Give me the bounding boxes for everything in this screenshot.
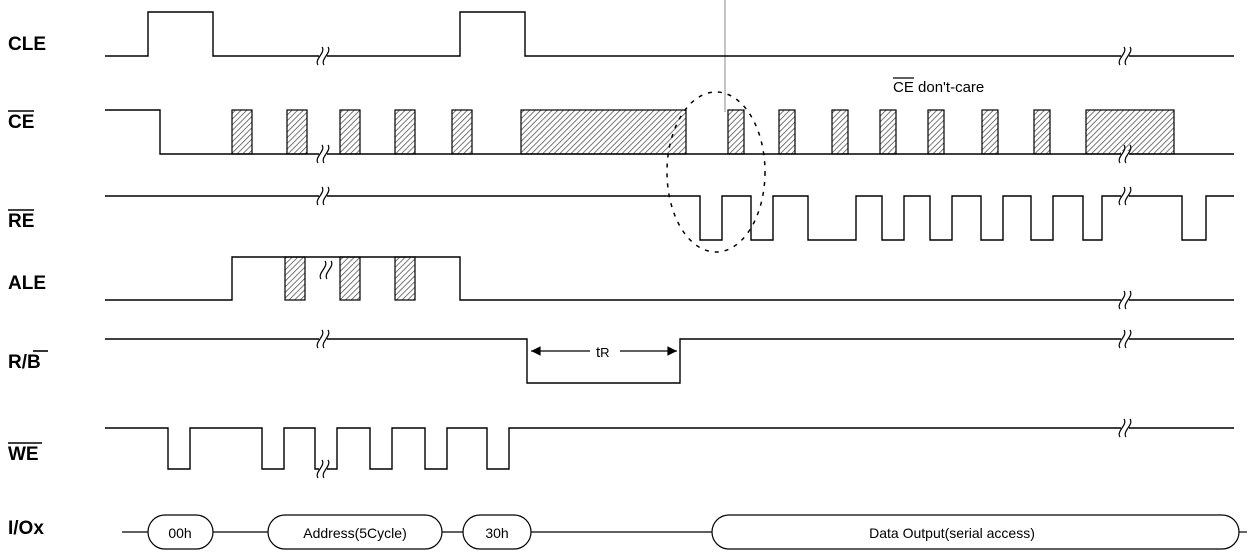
time-break-5 (1118, 186, 1132, 206)
tr-label: tR (596, 344, 610, 361)
tr-label-sub: R (600, 345, 609, 360)
ce-dont-care-label: CE don't-care (893, 79, 984, 96)
ce-dont-care-bar-text: CE (893, 79, 914, 96)
ale-label: ALE (8, 273, 46, 294)
time-break-2 (316, 144, 330, 164)
time-break-6 (319, 260, 333, 280)
ale-waveform (105, 256, 1234, 301)
tr-label-t: t (596, 344, 601, 361)
time-break-10 (316, 459, 330, 479)
io-bus (122, 514, 1247, 550)
cle-waveform (105, 11, 1234, 57)
time-break-9 (1118, 329, 1132, 349)
ale-dont-care-regions (284, 256, 416, 301)
io-label: I/Ox (8, 518, 44, 539)
io-address-text: Address(5Cycle) (303, 525, 406, 541)
re-label: RE (8, 211, 34, 232)
time-break-8 (316, 329, 330, 349)
time-break-4 (316, 186, 330, 206)
io-data-output-text: Data Output(serial access) (869, 525, 1035, 541)
ce-dont-care-highlight (666, 91, 766, 253)
we-label: WE (8, 444, 39, 465)
re-waveform (105, 195, 1234, 241)
ce-label: CE (8, 112, 34, 133)
rb-label: R/B (8, 352, 41, 373)
time-break-markers (316, 46, 1132, 479)
we-waveform (105, 427, 1234, 470)
ce-dont-care-regions (231, 109, 1175, 155)
rb-label-r: R/ (8, 352, 28, 373)
ce-dont-care-rest-text: don't-care (914, 79, 984, 96)
io-cmd-00h-text: 00h (168, 525, 191, 541)
io-cmd-30h-text: 30h (485, 525, 508, 541)
cle-label: CLE (8, 34, 46, 55)
rb-label-b: B (27, 352, 41, 373)
time-break-1 (1118, 46, 1132, 66)
time-break-3 (1118, 144, 1132, 164)
time-break-7 (1118, 290, 1132, 310)
rb-waveform (105, 338, 1234, 384)
ce-waveform (105, 109, 1234, 155)
time-break-0 (316, 46, 330, 66)
time-break-11 (1118, 418, 1132, 438)
